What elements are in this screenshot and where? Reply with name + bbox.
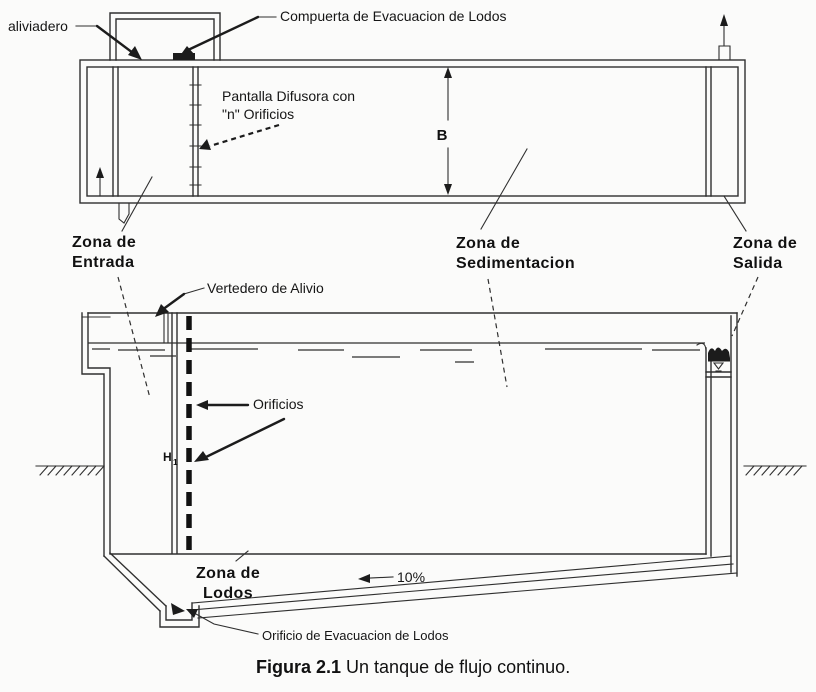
orificio-evacuacion-label: Orificio de Evacuacion de Lodos (262, 628, 449, 643)
slope-10pct-label: 10% (397, 569, 425, 585)
ground-hatch-right (743, 465, 807, 476)
weir-water-splash (708, 347, 730, 358)
vertedero-arrow (155, 287, 205, 317)
outlet-channel-plan (705, 14, 731, 197)
diffuser-wall-plan (189, 66, 202, 197)
zone-labels: Zona de Entrada Zona de Sedimentacion Zo… (72, 148, 797, 399)
sludge-pit (103, 552, 200, 628)
figure-caption-text: Un tanque de flujo continuo. (346, 657, 570, 677)
figure-caption-number: Figura 2.1 (256, 657, 341, 677)
dimension-b-label: B (437, 127, 448, 144)
b-dimension: B (435, 67, 452, 195)
sludge-gate (173, 53, 195, 60)
ground-hatch-left (35, 465, 105, 476)
water-surface (88, 342, 705, 363)
pit-flow-mark (171, 603, 185, 615)
zona-salida-leader-up (723, 195, 747, 232)
section-tank-outline (81, 312, 738, 577)
section-view: 10% Vertedero de Alivio Orificios (35, 280, 807, 643)
orificios-label: Orificios (253, 396, 304, 412)
zona-sedimentacion-leader-down (487, 278, 508, 388)
compuerta-label: Compuerta de Evacuacion de Lodos (280, 8, 506, 24)
zona-salida-leader-down (731, 276, 759, 337)
outlet-weir (696, 342, 732, 378)
orificios-arrow-diagonal (194, 417, 286, 462)
zona-sedimentacion-label-2: Sedimentacion (456, 255, 575, 272)
zona-salida-label: Zona de (733, 235, 797, 252)
zona-sedimentacion-label: Zona de (456, 235, 520, 252)
aliviadero-label: aliviadero (8, 18, 68, 34)
orificio-evacuacion-leader (186, 609, 259, 635)
inlet-channel-plan (96, 66, 130, 224)
aliviadero-arrow (75, 24, 142, 60)
zona-lodos-leader (235, 550, 249, 562)
vertedero-alivio-label: Vertedero de Alivio (207, 280, 324, 296)
inlet-pipe (118, 202, 130, 224)
pantalla-difusora-arrow (199, 123, 280, 150)
zona-lodos-label-2: Lodos (203, 585, 253, 602)
orificios-arrow-horizontal (196, 400, 250, 410)
slope-arrow (358, 574, 394, 583)
zona-entrada-label-2: Entrada (72, 254, 134, 271)
plan-tank-outline (79, 12, 746, 204)
dimension-h1-sub: 1 (173, 457, 178, 467)
pantalla-difusora-label-2: "n" Orificios (222, 106, 294, 122)
zona-entrada-leader-down (117, 276, 151, 399)
zona-entrada-label: Zona de (72, 234, 136, 251)
dimension-h1-label: H (163, 450, 172, 464)
zona-entrada-leader-up (121, 176, 153, 232)
zona-salida-label-2: Salida (733, 255, 783, 272)
water-level-symbol (712, 362, 725, 370)
outlet-pipe (718, 45, 731, 61)
pantalla-difusora-label: Pantalla Difusora con (222, 88, 355, 104)
section-annotations: Vertedero de Alivio Orificios H 1 Zona d… (155, 280, 449, 643)
zona-sedimentacion-leader-up (480, 148, 528, 230)
zona-lodos-label: Zona de (196, 565, 260, 582)
floor-slope: 10% (190, 555, 738, 619)
compuerta-arrow (179, 15, 277, 57)
plan-view: B aliviadero Compuerta de Evacuacion de … (8, 8, 746, 224)
plan-annotations: aliviadero Compuerta de Evacuacion de Lo… (8, 8, 506, 150)
